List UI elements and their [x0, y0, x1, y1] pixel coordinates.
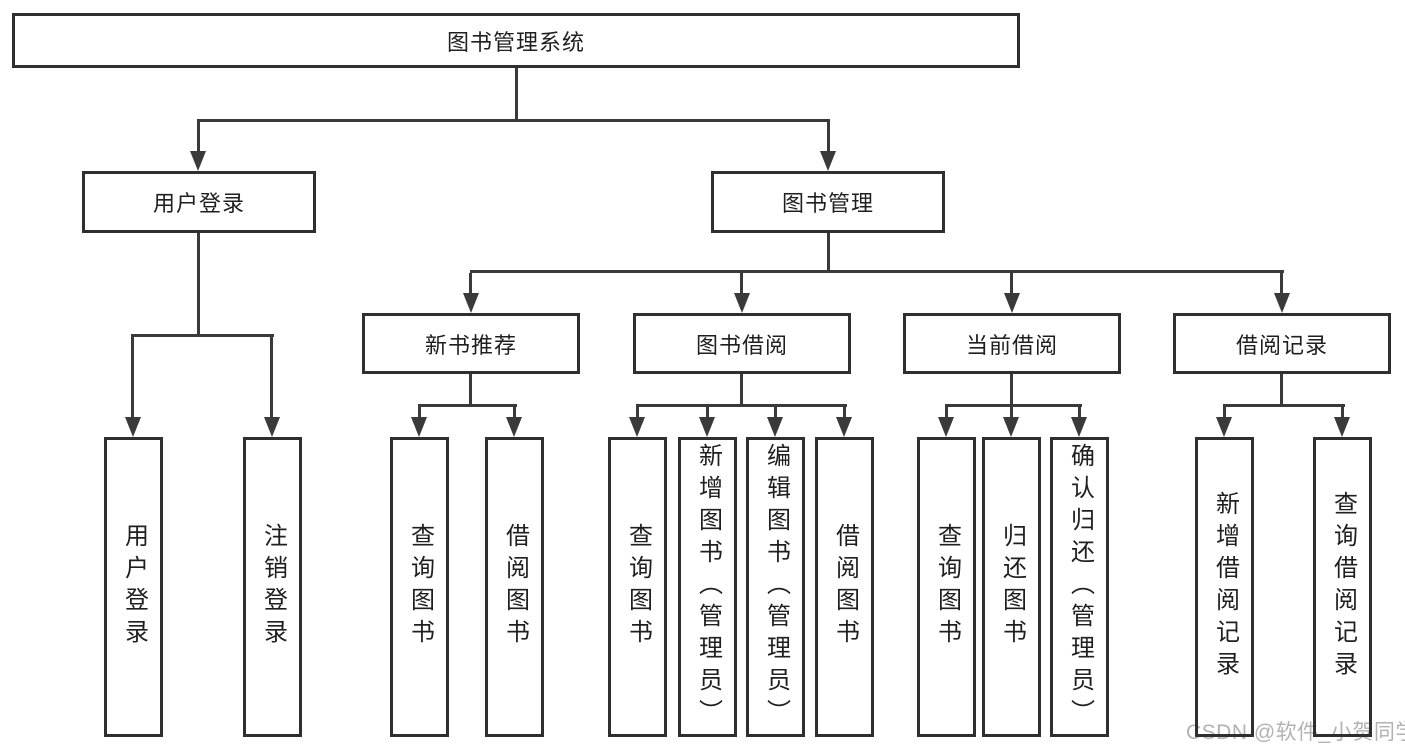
connector-stem: [1223, 407, 1226, 417]
node-query-borrow-record: 查询借阅记录: [1313, 437, 1372, 737]
arrowhead-down-icon: [734, 293, 750, 313]
connector-user-login-trunk: [197, 233, 200, 337]
node-add-books-admin: 新增图书（管理员）: [678, 437, 737, 737]
connector-borrow-hline: [636, 404, 847, 407]
node-label: 注销登录: [259, 523, 287, 651]
arrowhead-down-icon: [836, 417, 852, 437]
node-label: 新增借阅记录: [1211, 491, 1239, 683]
connector-stem: [843, 407, 846, 417]
connector-current-hline: [945, 404, 1082, 407]
connector-recommend-hline: [418, 404, 517, 407]
connector-records-hline: [1223, 404, 1345, 407]
arrowhead-down-icon: [629, 417, 645, 437]
connector-stem: [270, 337, 273, 417]
node-label: 图书管理系统: [446, 29, 585, 55]
node-label: 借阅记录: [1235, 332, 1328, 358]
arrowhead-down-icon: [938, 417, 954, 437]
node-logout: 注销登录: [243, 437, 302, 737]
connector-root-trunk: [515, 68, 518, 122]
node-query-books: 查询图书: [608, 437, 667, 737]
node-label: 借阅图书: [831, 523, 859, 651]
connector-records-trunk: [1280, 374, 1283, 407]
connector-stem: [1078, 407, 1081, 417]
node-confirm-return-admin: 确认归还（管理员）: [1050, 437, 1109, 737]
node-current-borrow: 当前借阅: [903, 313, 1121, 374]
node-book-borrow: 图书借阅: [633, 313, 851, 374]
connector-stem: [706, 407, 709, 417]
arrowhead-down-icon: [1216, 417, 1232, 437]
arrowhead-down-icon: [1003, 417, 1019, 437]
node-edit-books-admin: 编辑图书（管理员）: [746, 437, 805, 737]
arrowhead-down-icon: [463, 293, 479, 313]
connector-stem: [1010, 407, 1013, 417]
connector-stem: [740, 273, 743, 293]
node-label: 借阅图书: [501, 523, 529, 651]
connector-stem: [945, 407, 948, 417]
node-label: 图书管理: [781, 191, 874, 216]
connector-borrow-trunk: [740, 374, 743, 407]
node-label: 图书借阅: [695, 332, 788, 358]
connector-book-manage-trunk: [827, 233, 830, 273]
connector-stem: [636, 407, 639, 417]
arrowhead-down-icon: [767, 417, 783, 437]
connector-stem: [1010, 273, 1013, 293]
arrowhead-down-icon: [1334, 417, 1350, 437]
connector-stem-user-login: [197, 122, 200, 152]
arrowhead-down-icon: [699, 417, 715, 437]
node-label: 用户登录: [152, 191, 245, 216]
connector-stem: [418, 407, 421, 417]
connector-recommend-trunk: [469, 374, 472, 407]
arrowhead-down-icon: [190, 151, 206, 171]
node-label: 用户登录: [120, 523, 148, 651]
connector-stem: [1341, 407, 1344, 417]
node-book-management: 图书管理: [711, 171, 945, 233]
node-label: 当前借阅: [965, 332, 1058, 358]
node-label: 新书推荐: [424, 332, 517, 358]
arrowhead-down-icon: [820, 151, 836, 171]
node-label: 查询图书: [406, 523, 434, 651]
watermark-text: CSDN @软件_小贺同学: [1186, 721, 1405, 744]
node-borrow-books: 借阅图书: [815, 437, 874, 737]
arrowhead-down-icon: [1071, 417, 1087, 437]
connector-book-manage-hline: [470, 270, 1284, 273]
node-label: 查询图书: [933, 523, 961, 651]
node-label: 查询图书: [624, 523, 652, 651]
node-borrow-books: 借阅图书: [485, 437, 544, 737]
arrowhead-down-icon: [1004, 293, 1020, 313]
node-query-books: 查询图书: [390, 437, 449, 737]
node-label: 查询借阅记录: [1329, 491, 1357, 683]
connector-stem-book-manage: [827, 122, 830, 152]
node-borrow-records: 借阅记录: [1173, 313, 1391, 374]
connector-stem: [1280, 273, 1283, 293]
node-label: 编辑图书（管理员）: [762, 443, 790, 731]
node-label: 新增图书（管理员）: [694, 443, 722, 731]
node-user-login: 用户登录: [82, 171, 316, 233]
connector-level1-hline: [197, 119, 830, 122]
node-add-borrow-record: 新增借阅记录: [1195, 437, 1254, 737]
node-library-system: 图书管理系统: [12, 13, 1020, 68]
arrowhead-down-icon: [264, 417, 280, 437]
connector-stem: [469, 273, 472, 293]
node-label: 确认归还（管理员）: [1066, 443, 1094, 731]
connector-user-login-hline: [131, 334, 274, 337]
connector-stem: [131, 337, 134, 417]
connector-stem: [774, 407, 777, 417]
node-user-login-leaf: 用户登录: [104, 437, 163, 737]
arrowhead-down-icon: [125, 417, 141, 437]
connector-stem: [513, 407, 516, 417]
node-query-books: 查询图书: [917, 437, 976, 737]
arrowhead-down-icon: [506, 417, 522, 437]
arrowhead-down-icon: [1274, 293, 1290, 313]
connector-current-trunk: [1010, 374, 1013, 407]
node-new-book-recommend: 新书推荐: [362, 313, 580, 374]
node-label: 归还图书: [998, 523, 1026, 651]
node-return-books: 归还图书: [982, 437, 1041, 737]
arrowhead-down-icon: [411, 417, 427, 437]
